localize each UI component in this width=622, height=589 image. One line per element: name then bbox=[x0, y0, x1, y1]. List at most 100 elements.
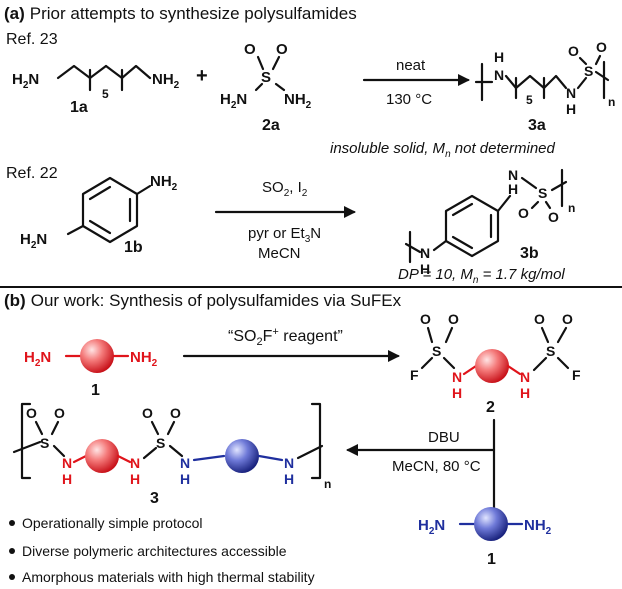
atom-n-3a-1: N bbox=[494, 67, 504, 83]
label-3a: 3a bbox=[528, 117, 546, 134]
atom-f-2-left: F bbox=[410, 367, 419, 383]
panel-b-heading: (b) Our work: Synthesis of polysulfamides… bbox=[4, 291, 402, 310]
reaction-arrow-2: SO2, I2 pyr or Et3N MeCN bbox=[214, 179, 356, 262]
atom-o-3-d: O bbox=[170, 405, 181, 421]
panel-b-title: Our work: Synthesis of polysulfamides vi… bbox=[31, 291, 402, 310]
atom-o-2-c: O bbox=[534, 311, 545, 327]
blue-sphere-3 bbox=[225, 439, 259, 473]
polymer-3b-structure: H N S O O n N H 3b bbox=[404, 167, 575, 277]
red-sphere-3 bbox=[85, 439, 119, 473]
atom-h2n-2a: H2N bbox=[220, 91, 247, 111]
bond-sf-2-left bbox=[420, 356, 434, 370]
bond-1b-top bbox=[135, 184, 152, 196]
subscript-5-3a: 5 bbox=[526, 93, 533, 107]
atom-h-3-c: H bbox=[180, 471, 190, 487]
atom-h-3b-left: H bbox=[420, 261, 430, 277]
bond-3a-ns bbox=[576, 76, 588, 90]
atom-o-2-d: O bbox=[562, 311, 573, 327]
bond-sn-2-left bbox=[442, 356, 456, 370]
bond-so-3b-r bbox=[544, 200, 552, 210]
red-sphere-core bbox=[80, 339, 114, 373]
atom-o-2-b: O bbox=[448, 311, 459, 327]
bond-so-2-c bbox=[540, 326, 550, 344]
atom-h-3-b: H bbox=[130, 471, 140, 487]
atom-n-2-left: N bbox=[452, 369, 462, 385]
atom-nh2-2a: NH2 bbox=[284, 91, 312, 111]
bond-blue-3-right bbox=[257, 454, 284, 462]
atom-o-2a-left: O bbox=[244, 41, 256, 58]
bond-red-3-left bbox=[72, 454, 88, 464]
plus-sign: + bbox=[196, 65, 208, 87]
note-3a: insoluble solid, Mn not determined bbox=[330, 140, 556, 160]
atom-h-3-a: H bbox=[62, 471, 72, 487]
atom-h2n-red: H2N bbox=[24, 349, 51, 369]
atom-o-3-c: O bbox=[142, 405, 153, 421]
arrow-3-head bbox=[388, 350, 400, 362]
bond-so-3-a bbox=[34, 420, 44, 436]
bond-3-start bbox=[12, 440, 42, 454]
label-2a: 2a bbox=[262, 117, 280, 134]
diamine-1-blue-structure: H2N NH2 1 bbox=[418, 507, 552, 568]
atom-h2n-1a: H2N bbox=[12, 71, 39, 91]
atom-s-3a: S bbox=[584, 63, 593, 79]
double-bond-3b-c bbox=[451, 235, 474, 250]
subscript-5-1a: 5 bbox=[102, 87, 109, 101]
bond-red-2-left bbox=[462, 364, 478, 376]
bond-1a-mid bbox=[88, 64, 108, 80]
bond-3a-end bbox=[594, 70, 610, 82]
reaction-arrow-1: neat 130 °C bbox=[362, 57, 470, 108]
polymer-3-structure: n O O S N H N H S O O N H N H 3 bbox=[12, 402, 331, 507]
bond-blue-3-left bbox=[192, 454, 226, 462]
arrow-4-head bbox=[346, 444, 358, 456]
feature-bullet-list: Operationally simple protocol Diverse po… bbox=[9, 515, 315, 585]
condition-neat: neat bbox=[396, 57, 426, 74]
chain-1a-left bbox=[56, 64, 92, 80]
atom-n-3-c: N bbox=[180, 455, 190, 471]
bond-sn-2a-l bbox=[254, 82, 264, 92]
red-sphere-2 bbox=[475, 349, 509, 383]
arrow-1-head bbox=[458, 74, 470, 86]
bond-1a-mid2 bbox=[104, 64, 124, 80]
condition-pyr-et3n: pyr or Et3N bbox=[248, 225, 321, 245]
atom-h2n-1b: H2N bbox=[20, 231, 47, 251]
atom-o-2a-right: O bbox=[276, 41, 288, 58]
atom-nh2-1b: NH2 bbox=[150, 173, 178, 193]
atom-n-3-a: N bbox=[62, 455, 72, 471]
panel-b-label: (b) bbox=[4, 291, 26, 310]
atom-f-2-right: F bbox=[572, 367, 581, 383]
diamine-1-red-structure: H2N NH2 1 bbox=[24, 339, 158, 399]
subscript-n-3b: n bbox=[568, 201, 575, 215]
atom-n-3b-left: N bbox=[420, 245, 430, 261]
compound-1a-structure: H2N 5 NH2 1a bbox=[12, 64, 180, 116]
atom-h-3a-2: H bbox=[566, 101, 576, 117]
atom-s-3-left: S bbox=[40, 435, 49, 451]
atom-o-3-b: O bbox=[54, 405, 65, 421]
condition-so2-i2: SO2, I2 bbox=[262, 179, 308, 199]
bond-3b-ns bbox=[520, 176, 538, 190]
subscript-n-3: n bbox=[324, 477, 331, 491]
bullet-dot-3 bbox=[9, 574, 15, 580]
atom-n-3a-2: N bbox=[566, 85, 576, 101]
bond-so-3-b bbox=[50, 420, 60, 436]
bond-3-end bbox=[296, 444, 324, 460]
atom-h-3b-top: H bbox=[508, 181, 518, 197]
polymer-3a-structure: N H 5 N H S O O n 3a bbox=[474, 39, 615, 134]
atom-s-2-right: S bbox=[546, 343, 555, 359]
label-1b: 1b bbox=[124, 239, 143, 256]
atom-nh2-1a: NH2 bbox=[152, 71, 180, 91]
chain-1a-right bbox=[120, 64, 152, 80]
atom-h-2-left: H bbox=[452, 385, 462, 401]
bond-so-3a-l bbox=[578, 56, 588, 66]
panel-a-heading: (a)Prior attempts to synthesize polysulf… bbox=[4, 4, 357, 23]
bond-so-2a-r bbox=[271, 55, 281, 71]
blue-sphere-core bbox=[474, 507, 508, 541]
bond-3b-left-n bbox=[432, 239, 448, 252]
condition-mecn: MeCN bbox=[258, 245, 301, 262]
bond-so-2a-l bbox=[256, 55, 265, 71]
atom-o-3a-r: O bbox=[596, 39, 607, 55]
bond-so-3a-r bbox=[594, 54, 602, 66]
atom-o-3b-r: O bbox=[548, 209, 559, 225]
bond-3a-c bbox=[542, 74, 568, 90]
label-2: 2 bbox=[486, 399, 495, 416]
